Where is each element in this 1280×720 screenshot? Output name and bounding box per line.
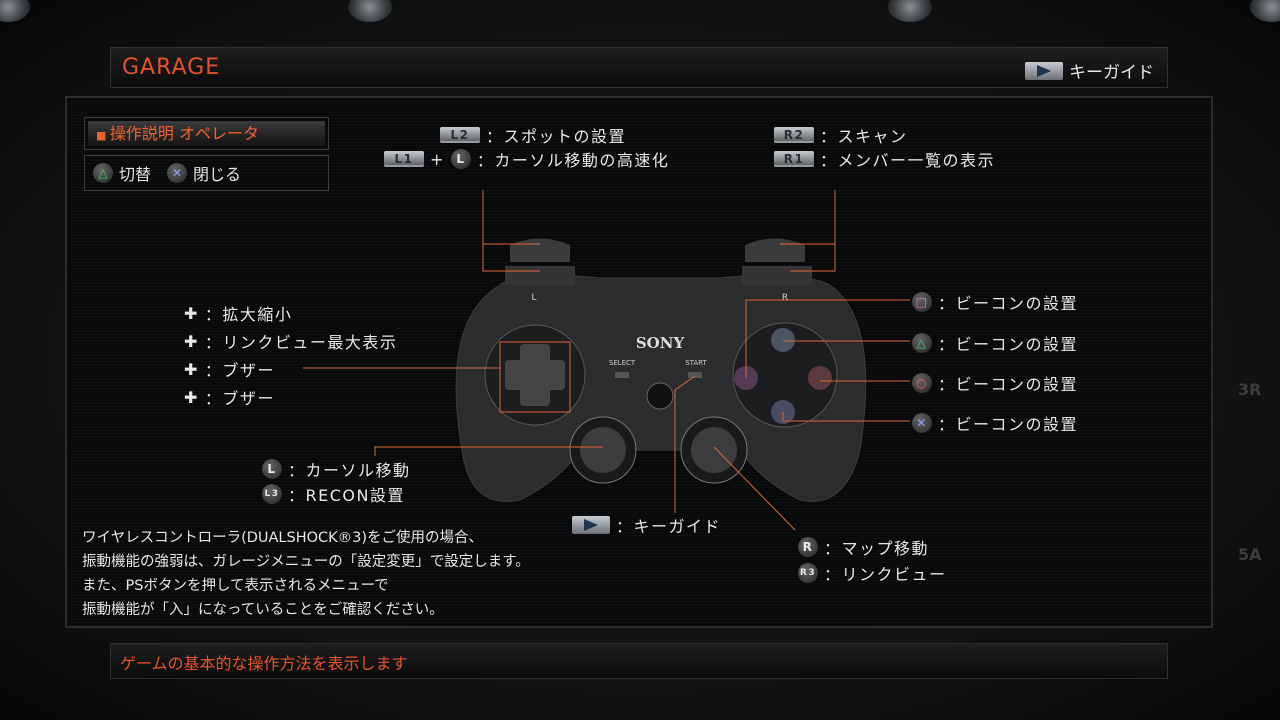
l1-button-icon: L1: [384, 151, 424, 167]
dpad-label: ：ブザー: [204, 361, 275, 380]
triangle-icon: △: [912, 333, 932, 353]
r1-label: ：メンバー一覧の表示: [820, 151, 996, 170]
cross-row: ✕ ：ビーコンの設置: [912, 411, 1078, 435]
note-line: ワイヤレスコントローラ(DUALSHOCK®3)をご使用の場合、: [82, 530, 484, 546]
dpad-up-row: ✚ ：拡大縮小: [184, 301, 292, 325]
start-row: ：キーガイド: [572, 513, 721, 537]
dpad-label: ：拡大縮小: [204, 305, 293, 324]
start-label: START: [685, 359, 707, 367]
dpad-right-row: ✚ ：ブザー: [184, 385, 275, 409]
r-stick-icon: R: [798, 537, 818, 557]
dpad-right-icon: ✚: [184, 387, 199, 407]
bolt-icon: [0, 0, 30, 22]
r3-row: R3 ：リンクビュー: [798, 561, 947, 585]
cross-icon: ✕: [167, 163, 188, 183]
r1-row: R1 ：メンバー一覧の表示: [774, 147, 995, 171]
bolt-icon: [888, 0, 932, 22]
r2-row: R2 ：スキャン: [774, 123, 908, 147]
l-stick-label: ：カーソル移動: [288, 461, 411, 480]
side-mark: 5A: [1238, 545, 1262, 564]
face-label: ：ビーコンの設置: [938, 375, 1079, 394]
r3-label: ：リンクビュー: [824, 565, 947, 584]
l3-label: ：RECON設置: [288, 486, 405, 505]
footer-bar: [110, 643, 1168, 679]
r-label: R: [782, 293, 788, 303]
l-label: L: [531, 293, 536, 303]
select-label: SELECT: [609, 359, 636, 367]
side-mark: 3R: [1238, 380, 1262, 399]
switch-button[interactable]: 切替: [119, 165, 152, 184]
leader-lines: [303, 190, 910, 531]
note-line: 振動機能が「入」になっていることをご確認ください。: [82, 602, 444, 618]
dpad-down-row: ✚ ：リンクビュー最大表示: [184, 329, 397, 353]
start-button-icon: [1025, 61, 1063, 80]
dpad-left-row: ✚ ：ブザー: [184, 357, 275, 381]
close-button[interactable]: 閉じる: [193, 165, 242, 184]
l1-row: L1 +L ：カーソル移動の高速化: [384, 147, 669, 171]
dpad-label: ：リンクビュー最大表示: [204, 333, 398, 352]
operator-tab[interactable]: ■ 操作説明 オペレータ: [84, 117, 329, 150]
triangle-icon: △: [93, 163, 113, 183]
r2-button-icon: R2: [774, 127, 814, 143]
start-guide-label: ：キーガイド: [616, 517, 722, 536]
circle-row: ○ ：ビーコンの設置: [912, 371, 1078, 395]
l2-label: ：スポットの設置: [486, 127, 627, 146]
triangle-row: △ ：ビーコンの設置: [912, 331, 1078, 355]
face-label: ：ビーコンの設置: [938, 335, 1079, 354]
l-stick-icon: L: [450, 149, 471, 169]
operator-actions: △ 切替 ✕ 閉じる: [84, 155, 329, 191]
cross-icon: ✕: [912, 413, 932, 433]
r-stick-label: ：マップ移動: [824, 539, 930, 558]
r1-button-icon: R1: [774, 151, 814, 167]
dpad-label: ：ブザー: [204, 389, 275, 408]
l3-icon: L3: [262, 484, 282, 504]
face-label: ：ビーコンの設置: [938, 294, 1079, 313]
l2-button-icon: L2: [440, 127, 480, 143]
vibration-note: ワイヤレスコントローラ(DUALSHOCK®3)をご使用の場合、 振動機能の強弱…: [82, 526, 530, 622]
page-title: GARAGE: [122, 55, 221, 80]
key-guide-label: キーガイド: [1069, 63, 1154, 83]
l3-row: L3 ：RECON設置: [262, 482, 405, 506]
square-icon: □: [912, 292, 932, 312]
bolt-icon: [348, 0, 392, 22]
bolt-icon: [1250, 0, 1280, 22]
sony-logo: SONY: [636, 334, 685, 352]
help-text: ゲームの基本的な操作方法を表示します: [120, 654, 408, 673]
dpad-left-icon: ✚: [184, 359, 199, 379]
r3-icon: R3: [798, 563, 818, 583]
dpad-down-icon: ✚: [184, 331, 199, 351]
note-line: 振動機能の強弱は、ガレージメニューの「設定変更」で設定します。: [82, 554, 530, 570]
plus-sign: +: [430, 149, 445, 169]
l1-label: ：カーソル移動の高速化: [476, 151, 670, 170]
header-bar: [110, 47, 1168, 88]
start-button-icon: [572, 516, 610, 534]
l-stick-icon: L: [262, 459, 282, 479]
dpad-up-icon: ✚: [184, 303, 199, 323]
l-stick-row: L ：カーソル移動: [262, 457, 411, 481]
circle-icon: ○: [912, 373, 932, 393]
key-guide-button[interactable]: キーガイド: [1025, 58, 1154, 83]
controller-body: [455, 238, 867, 502]
operator-title: 操作説明 オペレータ: [109, 124, 259, 143]
r-stick-row: R ：マップ移動: [798, 535, 929, 559]
note-line: また、PSボタンを押して表示されるメニューで: [82, 578, 389, 594]
square-row: □ ：ビーコンの設置: [912, 290, 1078, 314]
face-label: ：ビーコンの設置: [938, 415, 1079, 434]
r2-label: ：スキャン: [820, 127, 908, 146]
l2-row: L2 ：スポットの設置: [384, 123, 626, 147]
